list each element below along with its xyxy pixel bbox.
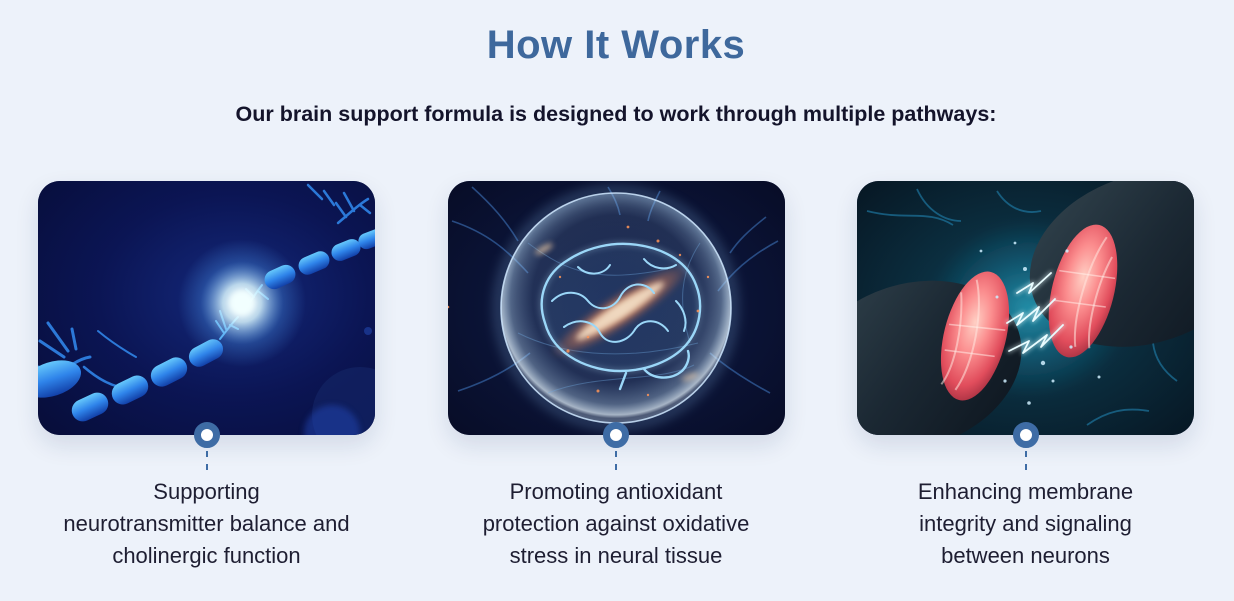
section-subtitle: Our brain support formula is designed to… [235,102,997,126]
card-caption: Supporting neurotransmitter balance and … [63,479,350,568]
pathway-card-antioxidant: Promoting antioxidant protection against… [447,181,785,572]
connector-dashed-line [1024,451,1027,470]
connector-dot-icon [603,422,629,448]
connector-dashed-line [615,451,617,470]
connector-dot-icon [1012,422,1039,448]
pathway-card-neurotransmitter: Supporting neurotransmitter balance and … [38,181,375,572]
card-connector [1012,422,1039,474]
connector-dot-icon [193,422,220,448]
pathway-cards: Supporting neurotransmitter balance and … [38,181,1194,572]
connector-dashed-line [205,451,208,470]
neuron-axon-svg [38,181,375,435]
synapse-image [857,181,1194,435]
synapse-svg [857,181,1194,435]
card-connector [603,422,629,474]
brain-sphere-image [447,181,785,435]
pathway-card-membrane: Enhancing membrane integrity and signali… [857,181,1194,572]
section-title: How It Works [486,23,746,67]
card-caption: Enhancing membrane integrity and signali… [917,479,1134,568]
brain-sphere-svg [447,181,785,435]
card-connector [193,422,220,474]
neuron-axon-image [38,181,375,435]
card-caption: Promoting antioxidant protection against… [482,479,750,568]
